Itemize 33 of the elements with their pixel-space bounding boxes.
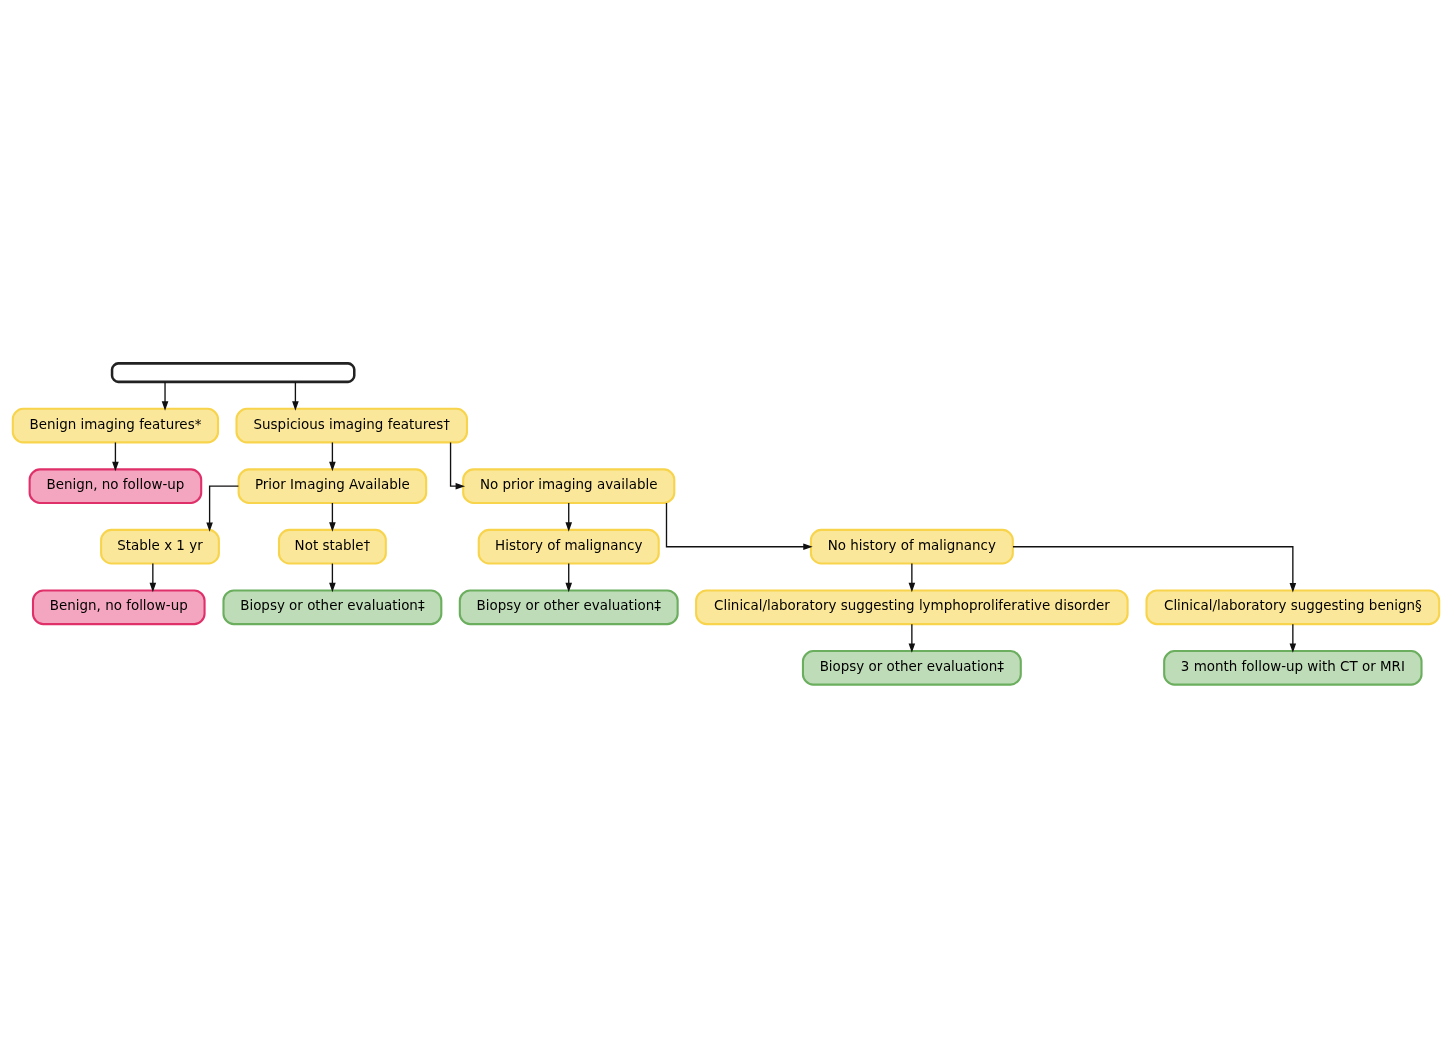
arrow xyxy=(329,562,336,592)
arrow xyxy=(206,484,240,532)
arrow xyxy=(449,441,466,489)
arrow xyxy=(329,501,336,532)
arrow xyxy=(1012,545,1297,592)
node-box: Benign, no follow-up xyxy=(28,467,203,504)
arrow xyxy=(565,562,573,592)
node-box: Clinical/laboratory suggesting benign§ xyxy=(1145,588,1441,625)
node-box: Biopsy or other evaluation‡ xyxy=(801,649,1022,686)
node-box xyxy=(110,361,356,383)
node-box: Biopsy or other evaluation‡ xyxy=(222,588,443,625)
arrow xyxy=(1289,622,1297,653)
arrow xyxy=(292,380,299,411)
arrow xyxy=(161,380,169,411)
node-box: No history of malignancy xyxy=(809,528,1014,565)
node-box: Stable x 1 yr xyxy=(100,528,220,565)
arrow xyxy=(665,501,813,550)
arrow xyxy=(908,562,916,592)
node-box: Biopsy or other evaluation‡ xyxy=(458,588,679,625)
node-box: Clinical/laboratory suggesting lymphoproliferative disorder xyxy=(695,588,1129,625)
node-box: No prior imaging available xyxy=(462,467,676,504)
node-box: Prior Imaging Available xyxy=(237,467,428,504)
arrow xyxy=(149,562,157,592)
node-box: 3 month follow-up with CT or MRI xyxy=(1163,649,1423,686)
node-box: Not stable† xyxy=(277,528,387,565)
arrow xyxy=(329,441,336,471)
arrow xyxy=(112,441,119,471)
node-box: Benign imaging features* xyxy=(11,407,220,443)
node-box: History of malignancy xyxy=(477,528,660,565)
arrow xyxy=(908,622,916,653)
node-box: Benign, no follow-up xyxy=(31,588,206,625)
node-box: Suspicious imaging features† xyxy=(235,407,468,443)
arrow xyxy=(565,501,573,532)
